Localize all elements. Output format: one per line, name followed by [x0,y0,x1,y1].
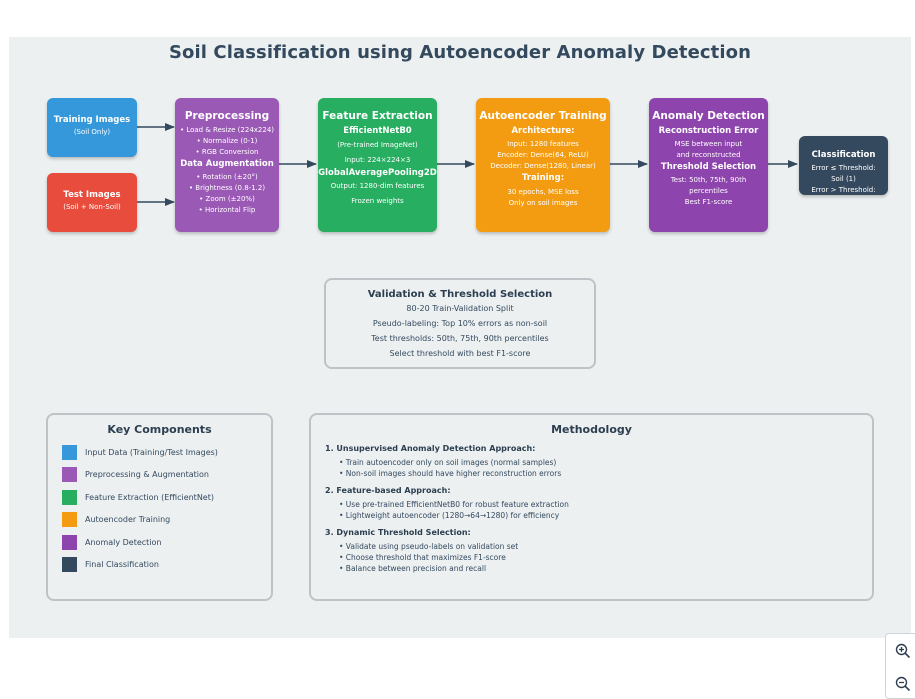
feature-model-name: EfficientNetB0 [343,126,412,136]
augmentation-item: • Brightness (0.8-1.2) [188,184,266,192]
legend-label: Autoencoder Training [85,515,171,524]
legend-item-preprocessing: Preprocessing & Augmentation [62,467,209,482]
methodology-item: • Use pre-trained EfficientNetB0 for rob… [339,500,569,509]
preprocessing-item: • RGB Conversion [195,148,259,156]
validation-line: Pseudo-labeling: Top 10% errors as non-s… [372,319,548,328]
preprocessing-title: Preprocessing [184,110,270,122]
legend-swatch [62,467,77,482]
methodology-title: Methodology [551,423,632,436]
feature-extraction-title: Feature Extraction [322,110,433,122]
methodology-panel: Methodology 1. Unsupervised Anomaly Dete… [309,413,874,601]
classification-item: Error > Threshold: [811,186,876,194]
feature-pooling: GlobalAveragePooling2D [318,168,437,178]
feature-frozen: Frozen weights [351,197,404,205]
anomaly-thresh-item: Best F1-score [684,198,733,206]
classification-title: Classification [811,150,876,160]
test-images-sub: (Soil + Non-Soil) [63,203,121,211]
legend-label: Final Classification [85,560,159,569]
feature-output: Output: 1280-dim features [330,182,425,190]
preprocessing-item: • Load & Resize (224x224) [179,126,275,134]
methodology-item: • Balance between precision and recall [339,564,487,573]
anomaly-recon-item: and reconstructed [676,151,741,159]
test-images-title: Test Images [63,190,121,200]
methodology-heading: 2. Feature-based Approach: [325,486,451,495]
legend-swatch [62,445,77,460]
anomaly-recon-item: MSE between input [674,140,743,148]
legend-swatch [62,512,77,527]
autoencoder-train-item: 30 epochs, MSE loss [507,188,579,196]
feature-model-sub: (Pre-trained ImageNet) [337,141,418,149]
methodology-item: • Lightweight autoencoder (1280→64→1280)… [339,511,560,520]
zoom-in-button[interactable] [893,641,913,661]
training-images-title: Training Images [53,115,131,125]
zoom-controls [885,633,915,699]
augmentation-title: Data Augmentation [180,159,274,169]
legend-label: Anomaly Detection [85,538,162,547]
legend-label: Preprocessing & Augmentation [85,470,209,479]
autoencoder-train-item: Only on soil images [508,199,578,207]
feature-extraction-box: Feature Extraction EfficientNetB0 (Pre-t… [318,98,437,232]
autoencoder-arch-item: Decoder: Dense(1280, Linear) [490,162,596,170]
anomaly-thresh-item: percentiles [689,187,728,195]
augmentation-item: • Horizontal Flip [198,206,256,214]
autoencoder-arch-item: Encoder: Dense(64, ReLU) [497,151,589,159]
validation-line: Select threshold with best F1-score [389,349,531,358]
training-images-box: Training Images (Soil Only) [47,98,137,157]
methodology-item: • Validate using pseudo-labels on valida… [339,542,519,551]
validation-line: Test thresholds: 50th, 75th, 90th percen… [371,334,549,343]
legend-swatch [62,535,77,550]
autoencoder-train-title: Training: [521,173,565,183]
augmentation-item: • Zoom (±20%) [199,195,255,203]
training-images-sub: (Soil Only) [73,128,111,136]
validation-line: 80-20 Train-Validation Split [406,304,514,313]
classification-item: Soil (1) [831,175,856,183]
zoom-in-icon [895,643,911,659]
anomaly-detection-box: Anomaly Detection Reconstruction Error M… [649,98,768,232]
anomaly-thresh-title: Threshold Selection [660,162,757,172]
test-images-box: Test Images (Soil + Non-Soil) [47,173,137,232]
anomaly-recon-title: Reconstruction Error [658,126,759,136]
preprocessing-item: • Normalize (0-1) [196,137,258,145]
classification-box: Classification Error ≤ Threshold: Soil (… [799,136,888,195]
legend-swatch [62,490,77,505]
preprocessing-box: Preprocessing • Load & Resize (224x224) … [175,98,279,232]
methodology-item: • Choose threshold that maximizes F1-sco… [339,553,506,562]
anomaly-title: Anomaly Detection [652,110,765,122]
legend-item-autoencoder: Autoencoder Training [62,512,170,527]
zoom-out-button[interactable] [893,674,913,694]
feature-input: Input: 224×224×3 [344,156,411,164]
autoencoder-arch-title: Architecture: [511,126,575,136]
methodology-item: • Non-soil images should have higher rec… [339,469,562,478]
methodology-item: • Train autoencoder only on soil images … [339,458,557,467]
autoencoder-title: Autoencoder Training [479,110,607,122]
anomaly-thresh-item: Test: 50th, 75th, 90th [670,176,747,184]
diagram-title: Soil Classification using Autoencoder An… [168,42,752,63]
legend-item-anomaly: Anomaly Detection [62,535,162,550]
methodology-heading: 3. Dynamic Threshold Selection: [325,528,471,537]
validation-panel: Validation & Threshold Selection 80-20 T… [324,278,596,369]
legend-swatch [62,557,77,572]
autoencoder-arch-item: Input: 1280 features [507,140,579,148]
key-components-panel: Key Components Input Data (Training/Test… [46,413,273,601]
zoom-out-icon [895,676,911,692]
validation-title: Validation & Threshold Selection [367,289,553,300]
legend-item-classification: Final Classification [62,557,159,572]
methodology-body: 1. Unsupervised Anomaly Detection Approa… [325,444,569,574]
classification-item: Error ≤ Threshold: [811,164,876,172]
key-components-title: Key Components [107,423,212,436]
augmentation-item: • Rotation (±20°) [196,173,258,181]
autoencoder-box: Autoencoder Training Architecture: Input… [476,98,610,232]
methodology-heading: 1. Unsupervised Anomaly Detection Approa… [325,444,536,453]
legend-label: Feature Extraction (EfficientNet) [85,493,214,502]
legend-label: Input Data (Training/Test Images) [85,448,218,457]
legend-item-feature: Feature Extraction (EfficientNet) [62,490,214,505]
legend-item-input: Input Data (Training/Test Images) [62,445,218,460]
